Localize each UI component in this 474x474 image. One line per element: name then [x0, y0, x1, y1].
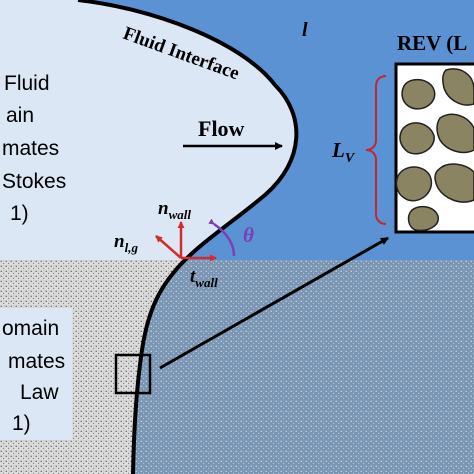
grains — [395, 68, 474, 232]
n-wall-subscript: wall — [169, 207, 192, 222]
left-upper-line-4: Stokes — [2, 170, 66, 193]
theta-label: θ — [243, 223, 254, 247]
left-lower-line-2: mates — [8, 350, 65, 373]
t-wall-subscript: wall — [195, 275, 218, 290]
rev-zoom-arrow — [159, 236, 389, 370]
t-wall-label: twall — [190, 266, 218, 290]
lv-symbol: L — [331, 138, 345, 162]
n-wall-symbol: n — [158, 198, 169, 219]
grain-5 — [395, 166, 433, 202]
lv-bracket — [365, 75, 387, 225]
contact-point-vectors — [155, 218, 236, 262]
grain-7 — [407, 205, 439, 232]
n-lg-subscript: l,g — [125, 240, 139, 255]
n-wall-label: nwall — [158, 198, 191, 222]
left-upper-line-5: 1) — [10, 202, 29, 225]
left-lower-line-3: Law — [20, 381, 59, 404]
n-lg-label: nl,g — [114, 231, 138, 255]
grain-6 — [434, 163, 474, 203]
rev-sample-box — [114, 353, 152, 395]
theta-arc — [208, 218, 236, 257]
n-lg-symbol: n — [114, 231, 125, 252]
gas-region — [0, 0, 297, 260]
lv-subscript: V — [345, 151, 356, 166]
n-lg-arrow — [155, 235, 182, 259]
grain-1 — [401, 78, 436, 110]
porous-right-saturated — [133, 260, 474, 474]
rev-title-text: REV (L — [397, 31, 467, 55]
left-lower-line-1: omain — [2, 317, 59, 340]
rev-title: REV (L — [397, 31, 467, 55]
rev-magnified-box — [394, 62, 474, 234]
left-lower-text: omain mates Law 1) — [2, 317, 65, 435]
fluid-interface-line — [77, 0, 299, 474]
t-wall-symbol: t — [190, 266, 196, 287]
phase-label-l: l — [302, 19, 308, 41]
left-lower-box — [0, 308, 72, 440]
grain-2 — [441, 68, 474, 106]
flow-label: Flow — [198, 116, 245, 141]
left-upper-line-1: Fluid — [4, 72, 50, 95]
left-upper-line-3: mates — [2, 137, 59, 160]
left-lower-line-4: 1) — [12, 412, 31, 435]
left-upper-line-2: ain — [6, 104, 34, 127]
grain-4 — [436, 113, 474, 154]
left-upper-text: Fluid ain mates Stokes 1) — [2, 72, 66, 225]
grain-3 — [399, 122, 435, 155]
lv-label: LV — [331, 138, 356, 166]
